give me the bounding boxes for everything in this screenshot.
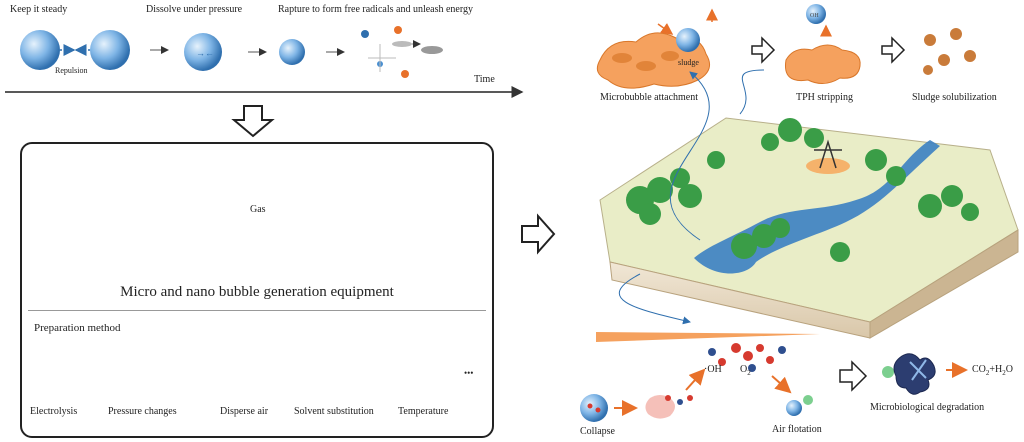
shrinking-bubble bbox=[279, 39, 305, 65]
arrow-to-solubilization bbox=[881, 36, 906, 64]
tph-stripping-label: TPH stripping bbox=[796, 92, 853, 103]
panel-divider bbox=[28, 310, 486, 311]
steady-bubble-left bbox=[20, 30, 60, 70]
more-methods-icon: ••• bbox=[464, 368, 474, 378]
arrow-to-stripping bbox=[751, 36, 776, 64]
sludge-layer bbox=[596, 332, 820, 342]
repulsion-label: Repulsion bbox=[55, 66, 88, 75]
microbubble-attachment-illustration bbox=[596, 8, 718, 89]
right-arrow bbox=[521, 213, 556, 255]
time-axis-label: Time bbox=[474, 74, 495, 85]
arrow-to-degradation bbox=[839, 360, 868, 392]
step-keep-steady: Keep it steady bbox=[10, 4, 68, 15]
steady-bubble-right bbox=[90, 30, 130, 70]
collapse-label: Collapse bbox=[580, 426, 615, 437]
preparation-method-title: Preparation method bbox=[34, 322, 121, 334]
oxygen-label: O2 bbox=[740, 364, 751, 377]
method-pressure-changes: Pressure changes bbox=[108, 406, 177, 417]
sludge-solubilization-label: Sludge solubilization bbox=[912, 92, 997, 103]
tph-stripping-illustration: OH bbox=[784, 4, 861, 84]
soil-landscape bbox=[599, 69, 1019, 339]
dissolving-bubble bbox=[184, 33, 222, 71]
step-dissolve: Dissolve under pressure bbox=[146, 4, 243, 15]
svg-text:→←: →← bbox=[196, 48, 214, 58]
method-electrolysis: Electrolysis bbox=[30, 406, 78, 417]
oh-radical-label: ·OH bbox=[704, 364, 722, 375]
step-rupture: Rapture to form free radicals and unleas… bbox=[278, 4, 474, 15]
method-temperature: Temperature bbox=[398, 406, 449, 417]
equipment-panel: Gas Micro and nano bubble generation equ… bbox=[20, 142, 494, 438]
sludge-solubilization-illustration bbox=[923, 28, 976, 75]
microbe-cluster-icon bbox=[882, 353, 968, 395]
equipment-title: Micro and nano bubble generation equipme… bbox=[120, 284, 394, 300]
co2-h2o-label: CO2+H2O bbox=[972, 364, 1014, 377]
svg-text:OH: OH bbox=[810, 13, 819, 19]
air-flotation-illustration bbox=[786, 395, 813, 416]
microbiological-degradation-label: Microbiological degradation bbox=[870, 402, 985, 413]
air-flotation-label: Air flotation bbox=[772, 424, 822, 435]
microbubble-attachment-label: Microbubble attachment bbox=[600, 92, 699, 103]
bubble-collapse-illustration bbox=[580, 368, 706, 422]
radicals-cluster bbox=[708, 343, 792, 394]
method-disperse-air: Disperse air bbox=[220, 406, 269, 417]
bubble-process-timeline: →← bbox=[5, 26, 524, 98]
sludge-label: sludge bbox=[678, 58, 699, 67]
method-solvent-substitution: Solvent substitution bbox=[294, 406, 374, 417]
gas-label: Gas bbox=[250, 204, 266, 215]
down-arrow bbox=[231, 105, 275, 138]
